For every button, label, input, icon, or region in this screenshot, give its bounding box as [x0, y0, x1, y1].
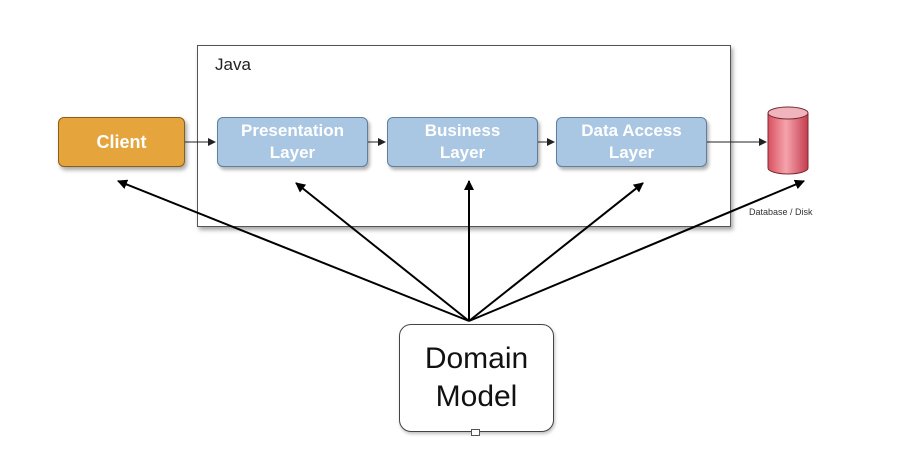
edge-domain-to-presentation: [295, 182, 470, 322]
presentation-layer-label-line2: Layer: [269, 143, 316, 162]
edge-domain-to-client: [117, 179, 470, 322]
business-layer-label-line1: Business: [424, 121, 501, 140]
resize-handle-icon: [471, 429, 480, 436]
business-layer-node: Business Layer: [387, 117, 538, 167]
java-container-title: Java: [215, 55, 251, 74]
presentation-layer-label-line1: Presentation: [241, 121, 344, 140]
database-cylinder-icon: [767, 106, 809, 175]
presentation-layer-node: Presentation Layer: [217, 117, 368, 167]
edge-domain-to-data-access: [468, 182, 644, 322]
client-node: Client: [58, 117, 185, 167]
database-label: Database / Disk: [749, 207, 813, 217]
edge-domain-to-database: [468, 179, 805, 322]
data-access-layer-label-line2: Layer: [608, 143, 655, 162]
data-access-layer-node: Data Access Layer: [556, 117, 707, 167]
data-access-layer-label-line1: Data Access: [581, 121, 682, 140]
domain-model-label-line1: Domain: [424, 342, 529, 375]
business-layer-label-line2: Layer: [439, 143, 486, 162]
domain-model-label-line2: Model: [435, 380, 518, 413]
